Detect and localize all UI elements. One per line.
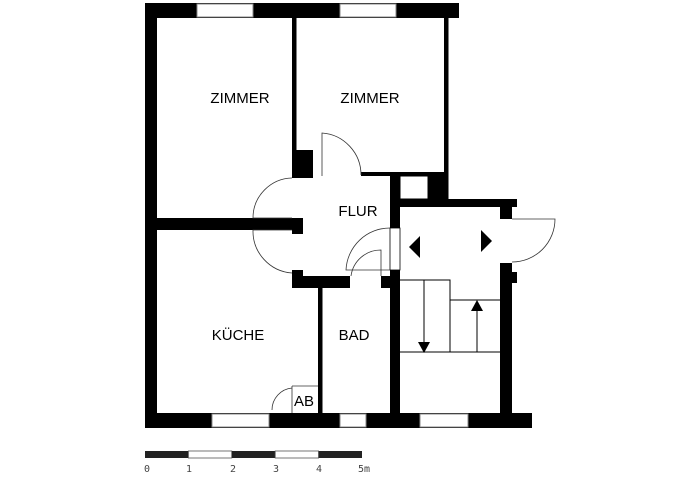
kueche-north-wall xyxy=(145,218,303,230)
scale-label: 5m xyxy=(358,464,370,475)
wall-bump xyxy=(511,272,517,283)
door-ab xyxy=(271,385,318,413)
zimmer-right-east-wall xyxy=(444,18,449,203)
wall-pillar xyxy=(292,150,313,178)
scale-seg xyxy=(187,450,233,459)
door-zimmer-right xyxy=(321,132,362,176)
stair-north-wall xyxy=(400,199,517,207)
door-zimmer-left xyxy=(252,177,293,219)
stairs xyxy=(400,230,500,353)
top-wall xyxy=(145,3,459,18)
scale-label: 0 xyxy=(144,464,150,475)
label-ab: AB xyxy=(294,393,314,410)
door-flur-stair xyxy=(345,227,391,271)
flur-south-wall-right xyxy=(381,276,390,288)
window xyxy=(211,413,270,428)
bottom-wall xyxy=(145,413,532,428)
window xyxy=(339,413,367,428)
door-kueche xyxy=(252,229,293,274)
door-bad xyxy=(350,249,382,277)
flur-south-wall-left xyxy=(292,276,350,288)
door-frame xyxy=(389,227,401,271)
wall-stub xyxy=(292,270,303,280)
triangle-right-icon xyxy=(481,230,492,252)
label-flur: FLUR xyxy=(338,203,377,220)
scale-label: 2 xyxy=(230,464,236,475)
scale-label: 3 xyxy=(273,464,279,475)
stair-east-wall-upper xyxy=(500,199,512,219)
triangle-left-icon xyxy=(409,236,420,258)
label-kueche: KÜCHE xyxy=(212,326,265,344)
door-entrance xyxy=(511,218,556,263)
scale-seg xyxy=(318,451,362,458)
arrow-up-icon xyxy=(471,300,483,311)
windows xyxy=(196,3,469,428)
label-zimmer-right: ZIMMER xyxy=(340,90,399,107)
room-labels: ZIMMER ZIMMER FLUR KÜCHE BAD AB xyxy=(210,90,399,410)
stair-east-wall-lower xyxy=(500,263,512,428)
window xyxy=(196,3,254,18)
label-bad: BAD xyxy=(339,327,370,344)
doors xyxy=(252,132,556,413)
scale-bar: 0 1 2 3 4 5m xyxy=(144,450,370,475)
stair-lines xyxy=(400,279,500,353)
scale-label: 1 xyxy=(186,464,192,475)
wall-end xyxy=(292,218,303,234)
window xyxy=(419,413,469,428)
left-wall xyxy=(145,3,157,428)
scale-seg xyxy=(231,451,276,458)
flur-east-wall-upper xyxy=(390,172,400,228)
wall-block xyxy=(428,172,448,203)
flur-east-wall-lower xyxy=(390,270,400,428)
kueche-bad-wall xyxy=(318,288,323,413)
zimmer-divider-wall xyxy=(292,18,297,178)
label-zimmer-left: ZIMMER xyxy=(210,90,269,107)
zimmer-right-south-wall xyxy=(361,172,448,176)
shaft xyxy=(399,175,429,200)
scale-label: 4 xyxy=(316,464,322,475)
arrow-down-icon xyxy=(418,342,430,353)
scale-seg xyxy=(145,451,189,458)
scale-seg xyxy=(274,450,320,459)
window xyxy=(339,3,397,18)
